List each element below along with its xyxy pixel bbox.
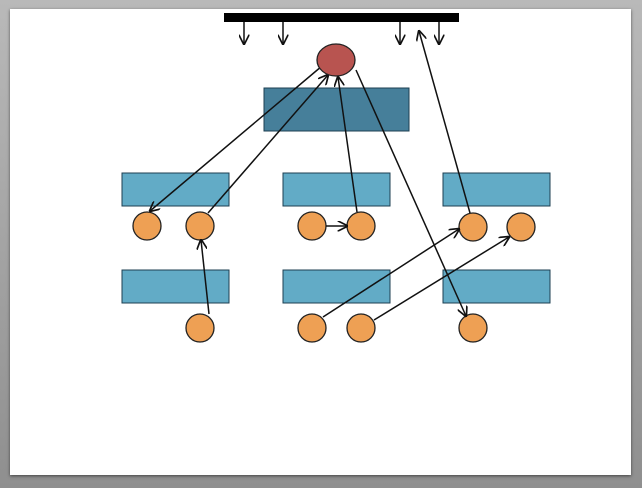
edge-r1-c2-b-to-root (338, 77, 358, 213)
box-r2-c2 (282, 269, 391, 304)
edge-r1-c1-b-to-root (207, 75, 328, 214)
node-r2-c3-b (458, 313, 488, 343)
box-r2-c1 (121, 269, 230, 304)
top-bus-bar (224, 13, 459, 22)
root-box (263, 87, 410, 132)
node-r2-c1-b (185, 313, 215, 343)
node-r2-c2-b (346, 313, 376, 343)
box-r1-c2 (282, 172, 391, 207)
node-r1-c1-a (132, 211, 162, 241)
edge-r2-c2-b-to-r1-c3-b (373, 237, 509, 321)
edge-r1-c3-a-to-bus (419, 31, 471, 214)
node-r2-c2-a (297, 313, 327, 343)
node-r1-c1-b (185, 211, 215, 241)
box-r2-c3 (442, 269, 551, 304)
edge-root-to-r1-c1-a (150, 65, 323, 211)
node-r1-c3-b (506, 212, 536, 242)
edge-r2-c2-a-to-r1-c3-a (322, 229, 459, 318)
edge-r2-c1-b-to-r1-c1-b (201, 240, 210, 315)
node-r1-c3-a (458, 212, 488, 242)
slide-canvas (10, 9, 631, 475)
box-r1-c3 (442, 172, 551, 207)
node-r1-c2-b (346, 211, 376, 241)
node-r1-c2-a (297, 211, 327, 241)
root-node (316, 43, 356, 77)
